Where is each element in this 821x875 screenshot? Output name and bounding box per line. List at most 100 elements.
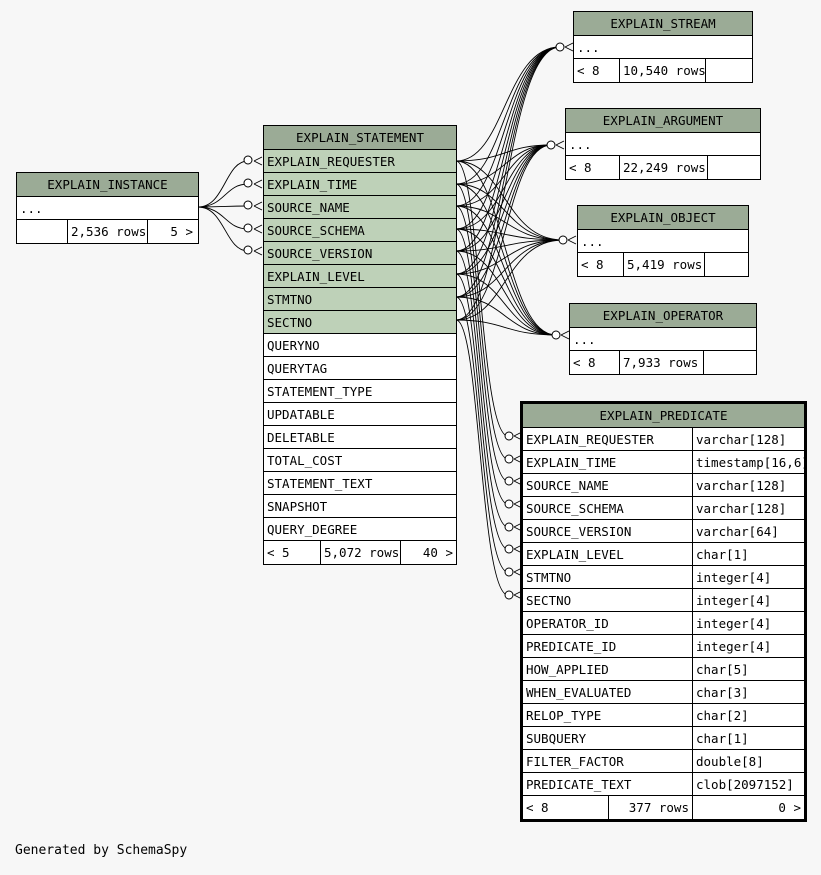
relationship-line bbox=[455, 144, 552, 321]
relationship-line bbox=[455, 228, 509, 505]
column-name: WHEN_EVALUATED bbox=[523, 681, 693, 703]
table-explain-object[interactable]: EXPLAIN_OBJECT ... < 8 5,419 rows bbox=[577, 205, 749, 277]
table-title: EXPLAIN_OBJECT bbox=[578, 206, 748, 229]
zero-or-many-marker bbox=[551, 330, 561, 340]
table-footer: < 8 10,540 rows bbox=[574, 58, 752, 82]
relationship-line bbox=[253, 156, 263, 166]
key-column-row[interactable]: STMTNO bbox=[264, 287, 456, 310]
zero-or-many-marker bbox=[504, 499, 514, 509]
column-row[interactable]: QUERYTAG bbox=[264, 356, 456, 379]
relationship-line bbox=[455, 183, 557, 336]
zero-or-many-marker bbox=[243, 245, 253, 255]
table-title: EXPLAIN_ARGUMENT bbox=[566, 109, 760, 132]
row-count: 10,540 rows bbox=[620, 59, 706, 82]
relationship-line bbox=[455, 183, 564, 241]
relationship-line bbox=[455, 205, 564, 241]
table-explain-instance[interactable]: EXPLAIN_INSTANCE ... 2,536 rows 5 > bbox=[16, 172, 199, 244]
zero-or-many-marker bbox=[243, 200, 253, 210]
relationship-line bbox=[455, 205, 557, 336]
key-column-row[interactable]: EXPLAIN_TIME bbox=[264, 172, 456, 195]
ellipsis-row: ... bbox=[578, 229, 748, 252]
children-count: 5 > bbox=[170, 224, 193, 239]
relationship-line bbox=[455, 319, 557, 336]
column-name: SOURCE_VERSION bbox=[523, 520, 693, 542]
key-column-row[interactable]: EXPLAIN_LEVEL bbox=[264, 264, 456, 287]
key-column-row[interactable]: EXPLAIN_REQUESTER bbox=[264, 149, 456, 172]
relationship-line bbox=[455, 144, 552, 207]
table-title: EXPLAIN_PREDICATE bbox=[523, 404, 804, 427]
ellipsis-row: ... bbox=[574, 35, 752, 58]
column-type: char[1] bbox=[696, 547, 749, 562]
relationship-line bbox=[567, 235, 577, 245]
zero-or-many-marker bbox=[504, 454, 514, 464]
relationship-line bbox=[455, 160, 564, 241]
column-row[interactable]: TOTAL_COST bbox=[264, 448, 456, 471]
relationship-line bbox=[455, 46, 561, 162]
table-footer: < 5 5,072 rows 40 > bbox=[264, 540, 456, 564]
column-row[interactable]: QUERYNO bbox=[264, 333, 456, 356]
column-type: integer[4] bbox=[696, 593, 772, 608]
key-column-row[interactable]: SOURCE_VERSION bbox=[264, 241, 456, 264]
column-type: char[2] bbox=[696, 708, 749, 723]
column-type: double[8] bbox=[696, 754, 764, 769]
column-row[interactable]: DELETABLE bbox=[264, 425, 456, 448]
column-row[interactable]: STATEMENT_TYPE bbox=[264, 379, 456, 402]
ellipsis-row: ... bbox=[570, 327, 756, 350]
relationship-line bbox=[560, 330, 570, 340]
column-name: FILTER_FACTOR bbox=[523, 750, 693, 772]
table-footer: < 8 5,419 rows bbox=[578, 252, 748, 276]
table-footer: 2,536 rows 5 > bbox=[17, 219, 198, 243]
parents-count: < 5 bbox=[264, 541, 321, 564]
column-type: varchar[128] bbox=[696, 432, 787, 447]
zero-or-many-marker bbox=[243, 178, 253, 188]
table-footer: < 8 22,249 rows bbox=[566, 155, 760, 179]
zero-or-many-marker bbox=[504, 590, 514, 600]
relationship-line bbox=[197, 206, 249, 252]
relationship-line bbox=[513, 567, 523, 577]
table-explain-argument[interactable]: EXPLAIN_ARGUMENT ... < 8 22,249 rows bbox=[565, 108, 761, 180]
parents-count: < 8 bbox=[574, 59, 620, 82]
relationship-line bbox=[455, 144, 552, 275]
key-column-row[interactable]: SOURCE_NAME bbox=[264, 195, 456, 218]
table-explain-operator[interactable]: EXPLAIN_OPERATOR ... < 8 7,933 rows bbox=[569, 303, 757, 375]
children-count bbox=[706, 59, 752, 82]
relationship-line bbox=[253, 201, 263, 211]
column-row[interactable]: QUERY_DEGREE bbox=[264, 517, 456, 540]
relationship-line bbox=[253, 179, 263, 189]
key-column-row[interactable]: SOURCE_SCHEMA bbox=[264, 218, 456, 241]
relationship-line bbox=[455, 228, 557, 336]
column-name: STMTNO bbox=[523, 566, 693, 588]
column-type: varchar[128] bbox=[696, 478, 787, 493]
key-column-row[interactable]: SECTNO bbox=[264, 310, 456, 333]
column-row[interactable]: SNAPSHOT bbox=[264, 494, 456, 517]
column-row[interactable]: UPDATABLE bbox=[264, 402, 456, 425]
parents-count: < 8 bbox=[570, 351, 620, 374]
table-footer: < 8 377 rows 0 > bbox=[523, 795, 804, 819]
relationship-line bbox=[455, 228, 564, 241]
table-explain-stream[interactable]: EXPLAIN_STREAM ... < 8 10,540 rows bbox=[573, 11, 753, 83]
relationship-line bbox=[555, 140, 565, 150]
relationship-line bbox=[513, 544, 523, 554]
relationship-line bbox=[513, 590, 523, 600]
column-type: timestamp[16,6] bbox=[696, 455, 804, 470]
column-row[interactable]: STATEMENT_TEXT bbox=[264, 471, 456, 494]
relationship-line bbox=[513, 476, 523, 486]
